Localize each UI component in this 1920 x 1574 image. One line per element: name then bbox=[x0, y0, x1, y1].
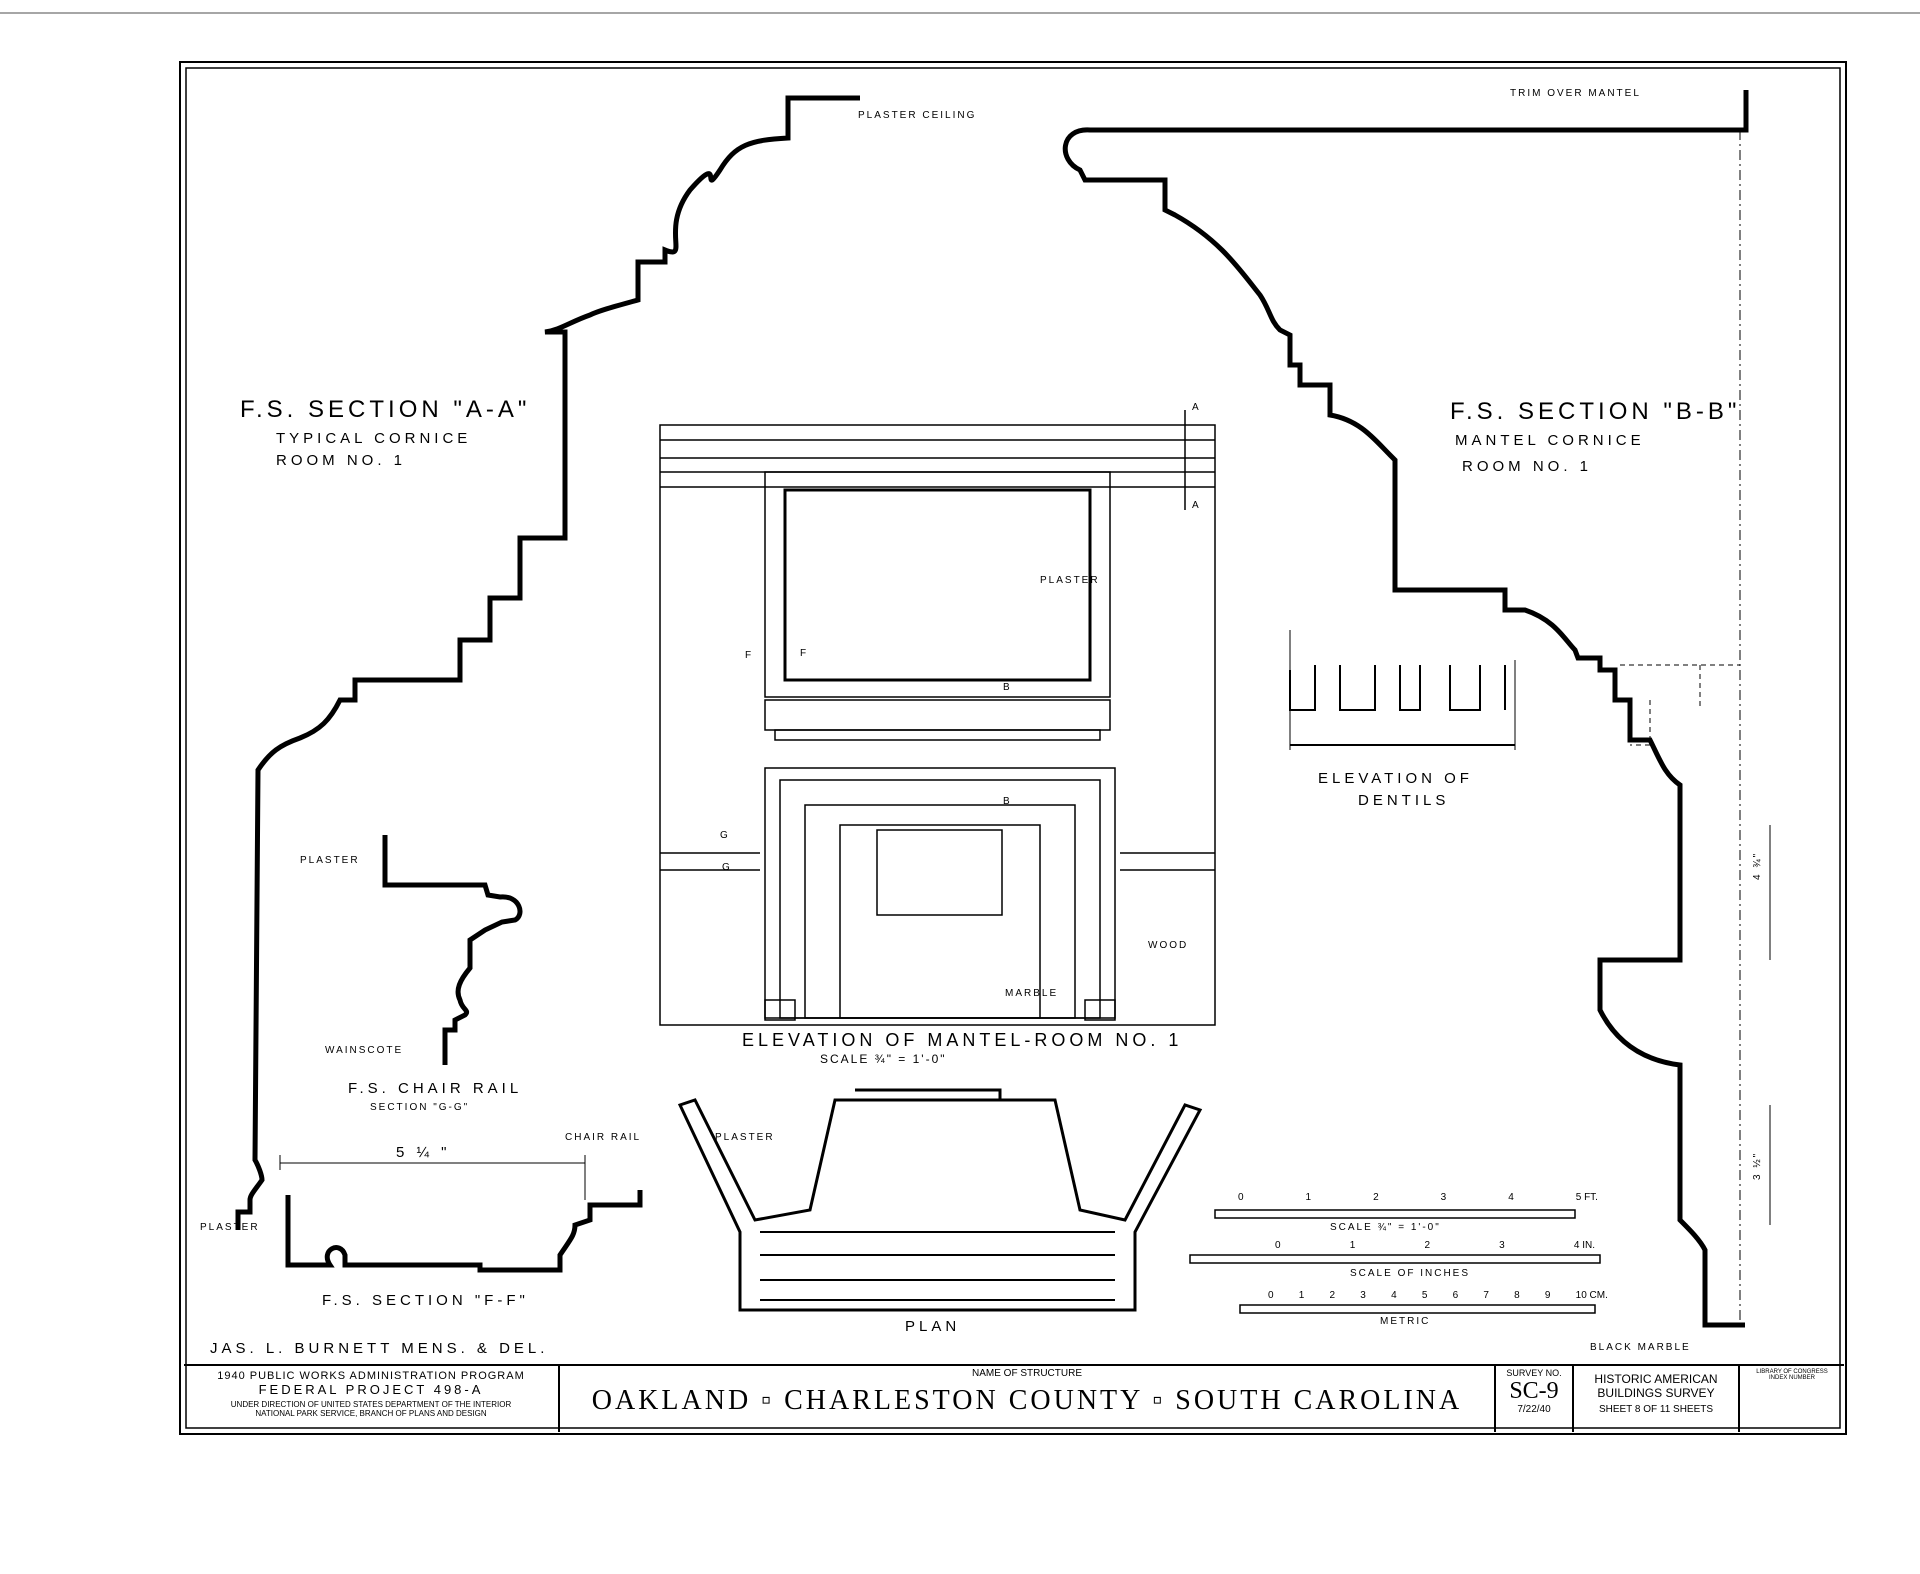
chair-rail-sub: SECTION "G-G" bbox=[370, 1102, 470, 1113]
scale-feet-caption: SCALE ¾" = 1'-0" bbox=[1330, 1222, 1441, 1233]
label-plaster-plan: Plaster bbox=[715, 1132, 775, 1143]
label-plaster-chair: Plaster bbox=[300, 855, 360, 866]
scale-tick: 2 bbox=[1373, 1192, 1379, 1203]
direction-text-1: UNDER DIRECTION OF UNITED STATES DEPARTM… bbox=[230, 1400, 512, 1409]
section-ff-profile bbox=[285, 1190, 643, 1273]
scale-tick: 1 bbox=[1298, 1290, 1305, 1301]
dimension-3-1-2: 3 ½" bbox=[1752, 1151, 1763, 1180]
delineator: JAS. L. BURNETT MENS. & DEL. bbox=[210, 1340, 549, 1357]
label-wood: Wood bbox=[1148, 940, 1189, 951]
scale-tick: 2 bbox=[1329, 1290, 1336, 1301]
section-marker-a2: A bbox=[1192, 500, 1201, 511]
dimension-4-3-4: 4 ¾" bbox=[1752, 851, 1763, 880]
scale-tick: 3 bbox=[1440, 1192, 1447, 1203]
mantel-plan bbox=[677, 1088, 1203, 1312]
label-black-marble: Black Marble bbox=[1590, 1342, 1691, 1353]
scale-tick: 3 bbox=[1360, 1290, 1366, 1301]
habs-line-2: BUILDINGS SURVEY bbox=[1597, 1386, 1715, 1400]
scale-tick: 1 bbox=[1349, 1240, 1356, 1251]
scale-tick: 0 bbox=[1275, 1240, 1281, 1251]
label-marble: Marble bbox=[1005, 988, 1059, 999]
section-bb-profile bbox=[1062, 90, 1749, 1328]
title-block-program: 1940 PUBLIC WORKS ADMINISTRATION PROGRAM… bbox=[184, 1366, 560, 1432]
scale-metric-ticks: 0 1 2 3 4 5 6 7 8 9 10 CM. bbox=[1268, 1290, 1608, 1301]
scale-tick: 4 IN. bbox=[1573, 1240, 1595, 1251]
section-bb-sub2: Room No. 1 bbox=[1462, 458, 1593, 475]
section-marker-f1: F bbox=[745, 650, 754, 661]
plan-title: PLAN bbox=[905, 1318, 961, 1335]
scale-feet-ticks: 0 1 2 3 4 5 FT. bbox=[1238, 1192, 1598, 1203]
dentils-title-2: DENTILS bbox=[1358, 792, 1450, 809]
section-marker-f2: F bbox=[800, 648, 809, 659]
scale-tick: 10 CM. bbox=[1575, 1290, 1608, 1301]
title-block: 1940 PUBLIC WORKS ADMINISTRATION PROGRAM… bbox=[184, 1364, 1844, 1432]
scale-tick: 2 bbox=[1424, 1240, 1430, 1251]
section-bb-sub1: Mantel Cornice bbox=[1455, 432, 1645, 449]
scale-tick: 0 bbox=[1268, 1290, 1274, 1301]
habs-line-1: HISTORIC AMERICAN bbox=[1594, 1372, 1718, 1386]
dentil-elevation bbox=[1289, 630, 1516, 750]
mantel-elevation-title: ELEVATION OF MANTEL-ROOM NO. 1 bbox=[742, 1030, 1183, 1050]
survey-date: 7/22/40 bbox=[1517, 1404, 1551, 1415]
label-wainscote: Wainscote bbox=[325, 1045, 404, 1056]
sheet-border bbox=[179, 61, 1847, 1435]
scale-tick: 4 bbox=[1508, 1192, 1514, 1203]
title-block-survey: SURVEY NO. SC-9 7/22/40 bbox=[1496, 1366, 1574, 1432]
loc-line-2: INDEX NUMBER bbox=[1768, 1375, 1815, 1381]
section-marker-b2: B bbox=[1003, 796, 1012, 807]
section-aa-sub1: Typical Cornice bbox=[276, 430, 472, 447]
section-bb-title: F.S. SECTION "B-B" bbox=[1450, 398, 1741, 425]
title-block-loc: LIBRARY OF CONGRESS INDEX NUMBER bbox=[1740, 1366, 1844, 1432]
sheet-number: SHEET 8 OF 11 SHEETS bbox=[1598, 1404, 1714, 1415]
title-block-structure: NAME OF STRUCTURE OAKLAND ▫ CHARLESTON C… bbox=[560, 1366, 1496, 1432]
section-marker-b1: B bbox=[1003, 682, 1012, 693]
scale-metric-caption: METRIC bbox=[1380, 1316, 1431, 1327]
scale-tick: 5 FT. bbox=[1575, 1192, 1598, 1203]
scale-tick: 0 bbox=[1238, 1192, 1244, 1203]
section-marker-g1: G bbox=[720, 830, 730, 841]
dentils-title-1: ELEVATION OF bbox=[1318, 770, 1473, 787]
scale-tick: 7 bbox=[1483, 1290, 1489, 1301]
loc-line-1: LIBRARY OF CONGRESS bbox=[1756, 1369, 1828, 1375]
section-aa-title: F.S. SECTION "A-A" bbox=[240, 396, 531, 423]
label-plaster: Plaster bbox=[1040, 575, 1100, 586]
chair-rail-title: F.S. CHAIR RAIL bbox=[348, 1080, 523, 1097]
scale-tick: 4 bbox=[1391, 1290, 1397, 1301]
chair-rail-profile bbox=[382, 835, 523, 1065]
scale-tick: 9 bbox=[1544, 1290, 1551, 1301]
title-block-habs: HISTORIC AMERICAN BUILDINGS SURVEY SHEET… bbox=[1574, 1366, 1740, 1432]
survey-number: SC-9 bbox=[1509, 1378, 1559, 1404]
direction-text-2: NATIONAL PARK SERVICE, BRANCH OF PLANS A… bbox=[255, 1409, 487, 1418]
survey-label: SURVEY NO. bbox=[1506, 1368, 1562, 1378]
mantel-elevation-scale: SCALE ¾" = 1'-0" bbox=[820, 1052, 947, 1066]
scale-tick: 1 bbox=[1305, 1192, 1312, 1203]
scale-tick: 5 bbox=[1421, 1290, 1428, 1301]
scale-tick: 3 bbox=[1499, 1240, 1505, 1251]
section-ff-title: F.S. SECTION "F-F" bbox=[322, 1292, 529, 1309]
scale-inch-caption: SCALE OF INCHES bbox=[1350, 1268, 1471, 1279]
label-plaster-ceiling: Plaster ceiling bbox=[858, 110, 977, 121]
scale-tick: 6 bbox=[1452, 1290, 1459, 1301]
section-marker-g2: G bbox=[722, 862, 732, 873]
section-aa-sub2: Room No. 1 bbox=[276, 452, 407, 469]
structure-name: OAKLAND ▫ CHARLESTON COUNTY ▫ SOUTH CARO… bbox=[591, 1385, 1463, 1416]
section-marker-a1: A bbox=[1192, 402, 1201, 413]
scale-tick: 8 bbox=[1514, 1290, 1520, 1301]
structure-label: NAME OF STRUCTURE bbox=[972, 1368, 1082, 1379]
label-trim-over-mantel: Trim over mantel bbox=[1510, 88, 1641, 99]
label-chair-rail-plan: Chair rail bbox=[565, 1132, 642, 1143]
project-text: FEDERAL PROJECT 498-A bbox=[258, 1382, 484, 1397]
scale-bars bbox=[1189, 1209, 1601, 1314]
label-plaster-left: Plaster bbox=[200, 1222, 260, 1233]
section-aa-profile bbox=[235, 95, 860, 1230]
program-text: 1940 PUBLIC WORKS ADMINISTRATION PROGRAM bbox=[217, 1370, 525, 1382]
mantel-elevation bbox=[659, 410, 1216, 1026]
dimension-5-1-4: 5 ¼ " bbox=[396, 1144, 451, 1161]
scale-inch-ticks: 0 1 2 3 4 IN. bbox=[1275, 1240, 1595, 1251]
